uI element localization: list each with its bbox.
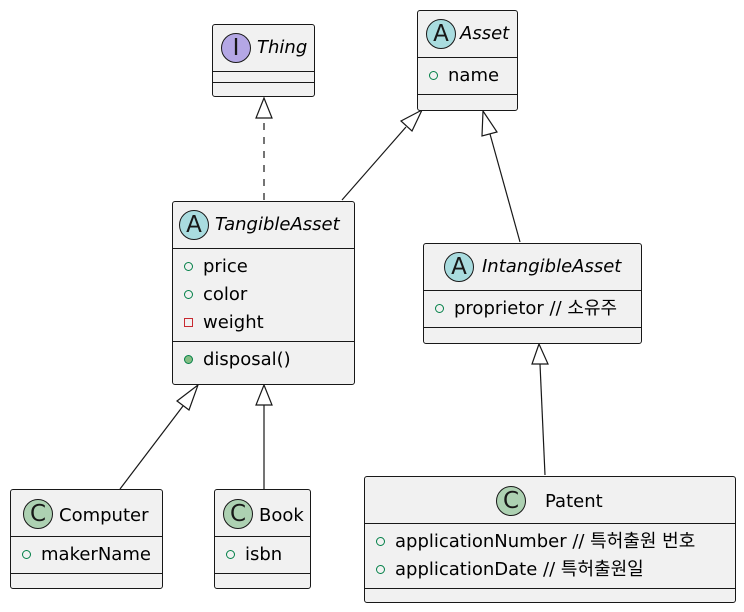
class-name: Patent — [545, 491, 603, 512]
class-tangible-asset[interactable]: A TangibleAsset price color weight dispo… — [172, 201, 355, 385]
public-visibility-icon — [226, 550, 235, 559]
abstract-stereotype-icon: A — [444, 252, 474, 282]
class-intangible-asset[interactable]: A IntangibleAsset proprietor // 소유주 — [423, 243, 642, 344]
field-price: price — [173, 253, 354, 281]
field-weight: weight — [173, 309, 354, 337]
class-name: Asset — [460, 23, 510, 44]
public-visibility-icon — [376, 565, 385, 574]
inheritance-patent-to-intangible — [531, 342, 549, 476]
class-name: Computer — [59, 505, 149, 526]
class-book[interactable]: C Book isbn — [214, 489, 311, 589]
methods-compartment — [418, 94, 517, 105]
methods-compartment: disposal() — [173, 341, 354, 378]
class-patent[interactable]: C Patent applicationNumber // 특허출원 번호 ap… — [364, 476, 736, 603]
realization-tangible-to-thing — [255, 96, 273, 200]
private-visibility-icon — [184, 318, 193, 327]
class-stereotype-icon: C — [496, 486, 526, 516]
field-color: color — [173, 281, 354, 309]
public-visibility-icon — [184, 262, 193, 271]
fields-compartment — [213, 71, 314, 82]
interface-stereotype-icon: I — [221, 33, 251, 63]
fields-compartment: isbn — [215, 536, 310, 573]
class-asset[interactable]: A Asset name — [417, 10, 518, 111]
public-visibility-icon — [429, 71, 438, 80]
public-visibility-icon — [435, 304, 444, 313]
field-proprietor: proprietor // 소유주 — [424, 295, 641, 323]
fields-compartment: makerName — [11, 536, 162, 573]
abstract-stereotype-icon: A — [179, 210, 209, 240]
field-isbn: isbn — [215, 541, 310, 569]
inheritance-tangible-to-asset — [341, 108, 424, 201]
field-application-number: applicationNumber // 특허출원 번호 — [365, 528, 735, 556]
class-thing[interactable]: I Thing — [212, 24, 315, 97]
methods-compartment — [213, 82, 314, 93]
fields-compartment: price color weight — [173, 248, 354, 341]
class-stereotype-icon: C — [23, 499, 53, 529]
class-stereotype-icon: C — [223, 499, 253, 529]
public-method-icon — [184, 355, 193, 364]
class-name: IntangibleAsset — [482, 256, 622, 277]
methods-compartment — [424, 327, 641, 338]
methods-compartment — [11, 573, 162, 584]
field-application-date: applicationDate // 특허출원일 — [365, 556, 735, 584]
class-name: TangibleAsset — [215, 214, 340, 235]
inheritance-intangible-to-asset — [481, 109, 521, 243]
field-makername: makerName — [11, 541, 162, 569]
inheritance-computer-to-tangible — [119, 383, 200, 490]
methods-compartment — [215, 573, 310, 584]
inheritance-book-to-tangible — [255, 383, 273, 489]
field-name: name — [418, 62, 517, 90]
public-visibility-icon — [22, 550, 31, 559]
class-name: Book — [259, 505, 304, 526]
methods-compartment — [365, 588, 735, 599]
fields-compartment: proprietor // 소유주 — [424, 290, 641, 327]
abstract-stereotype-icon: A — [426, 19, 456, 49]
fields-compartment: applicationNumber // 특허출원 번호 application… — [365, 523, 735, 588]
fields-compartment: name — [418, 57, 517, 94]
class-name: Thing — [257, 37, 308, 58]
method-disposal: disposal() — [173, 346, 354, 374]
class-computer[interactable]: C Computer makerName — [10, 489, 163, 589]
public-visibility-icon — [376, 537, 385, 546]
public-visibility-icon — [184, 290, 193, 299]
